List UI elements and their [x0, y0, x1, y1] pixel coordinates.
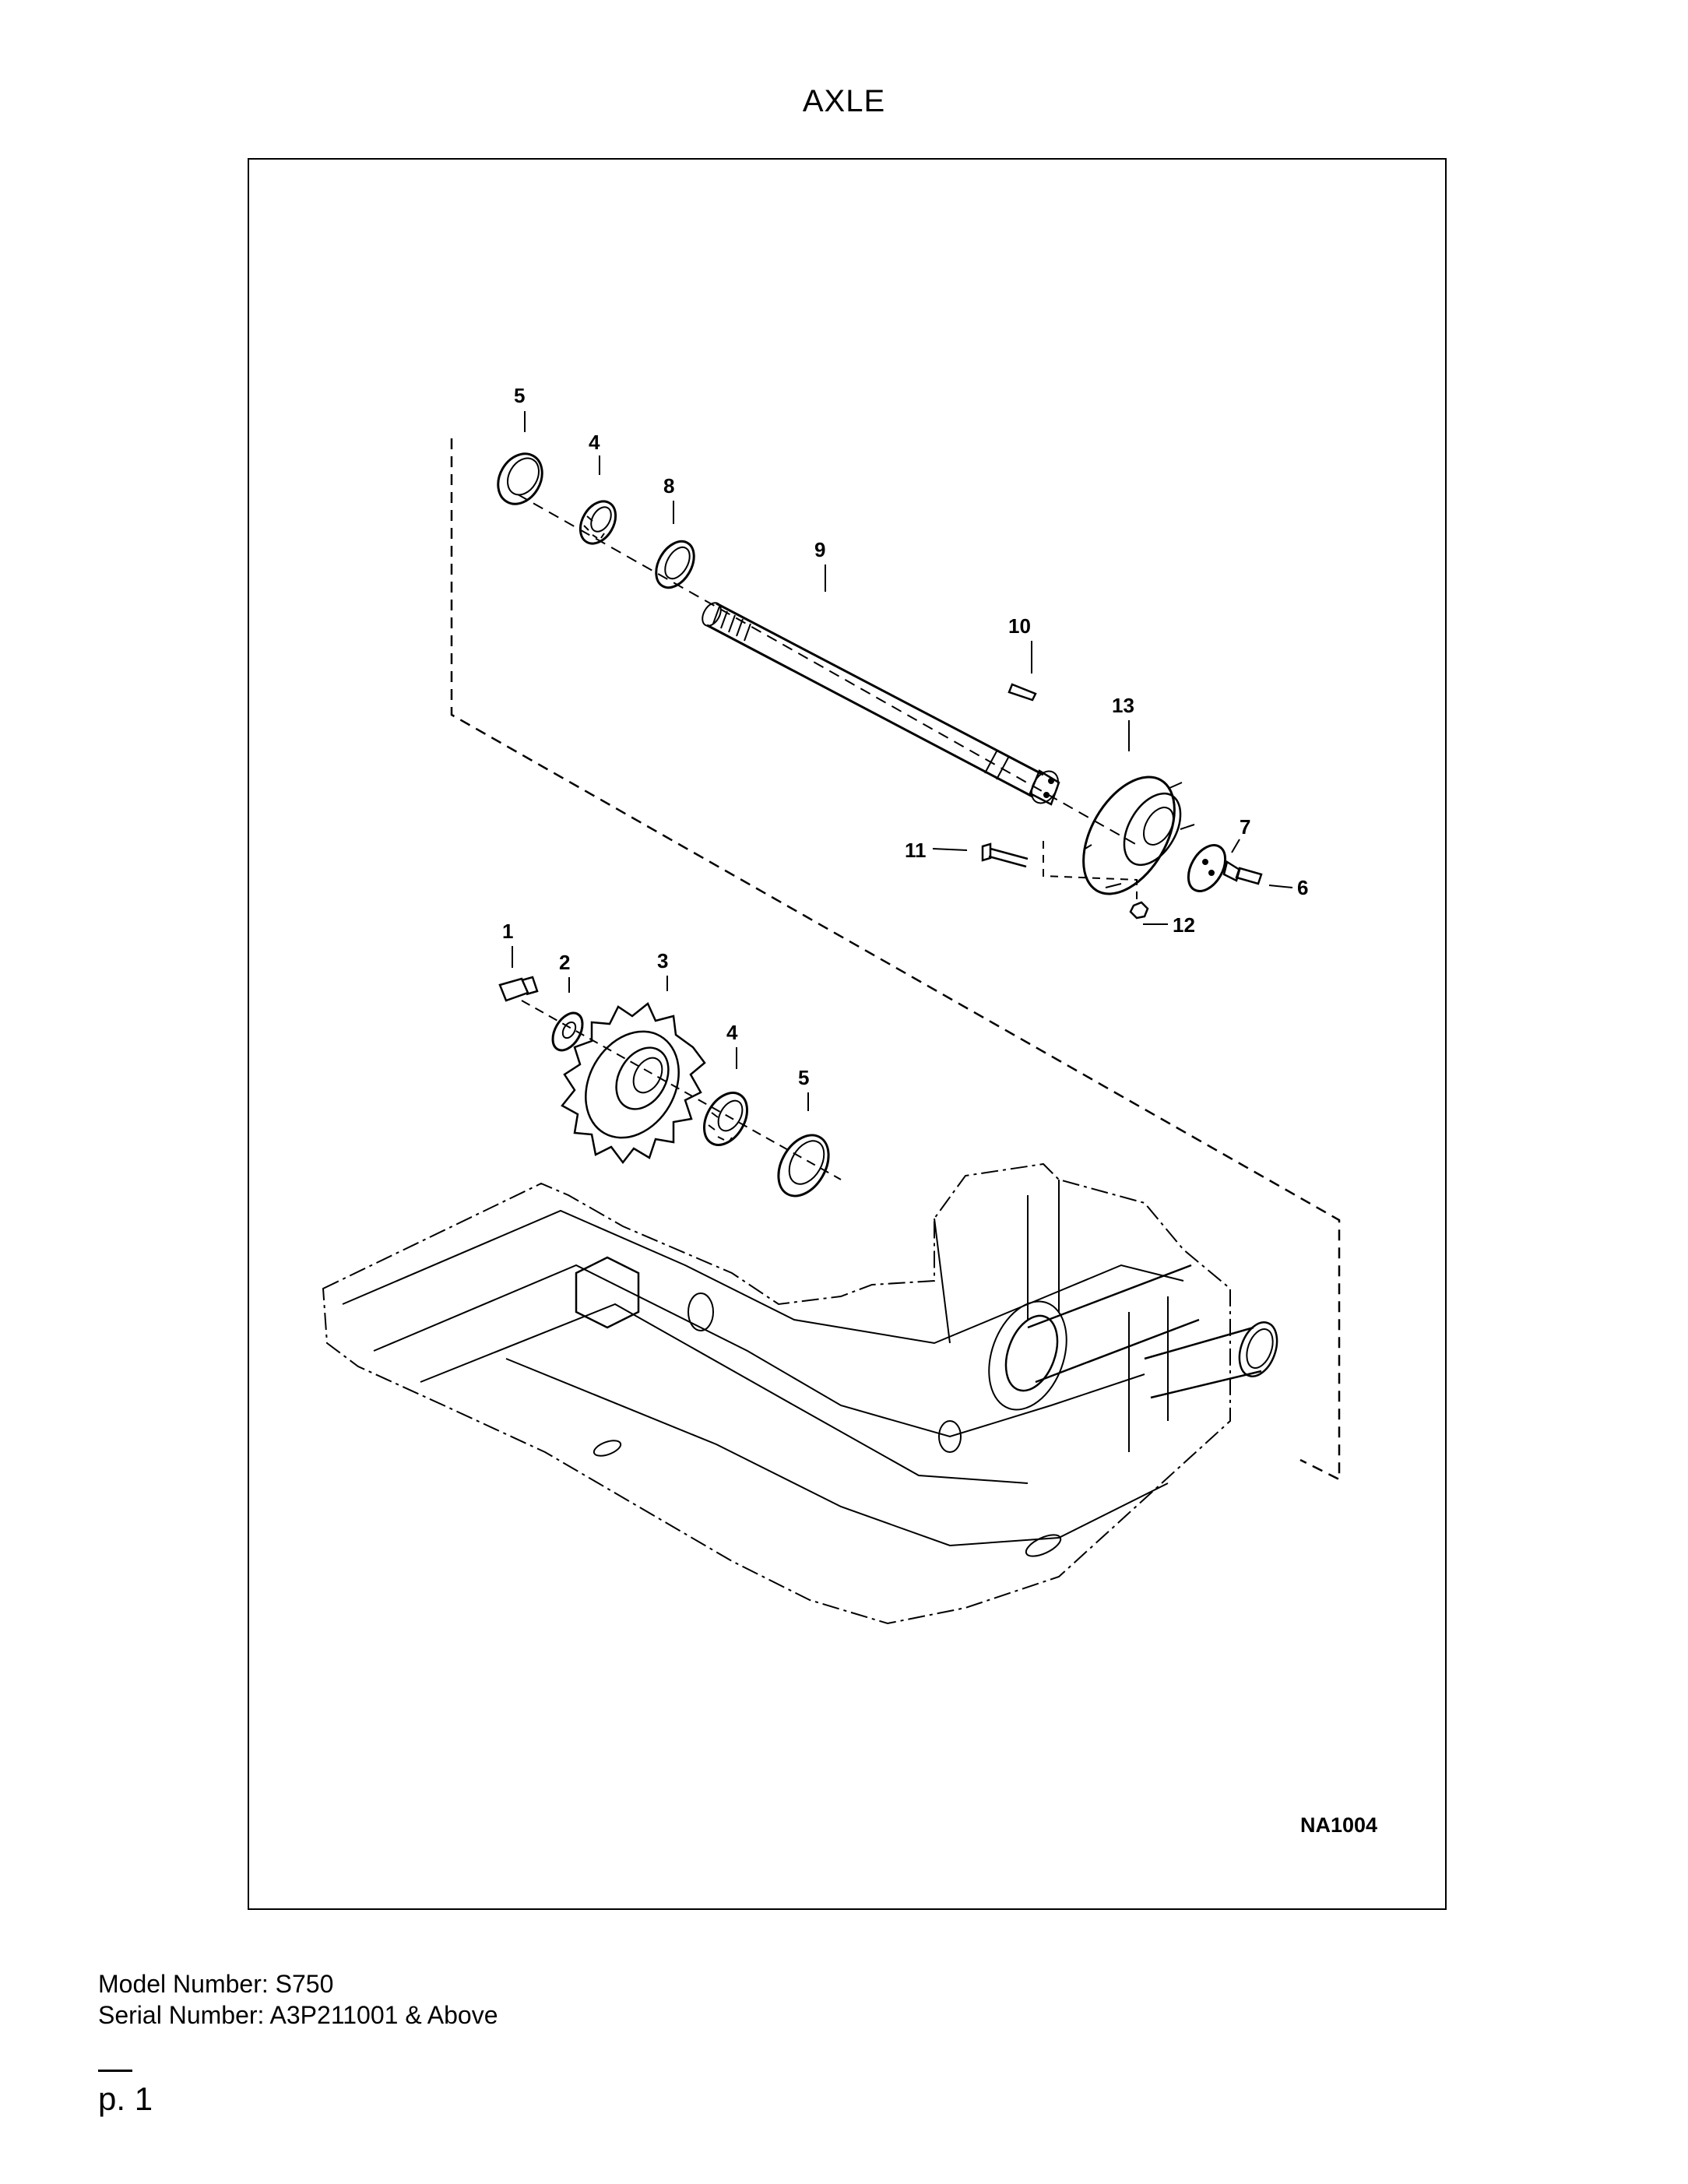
stud-part-11 [981, 842, 1029, 868]
callout-13: 13 [1112, 694, 1134, 717]
bolt-part-6 [1222, 860, 1263, 885]
serial-number: Serial Number: A3P211001 & Above [98, 2001, 498, 2029]
chassis-frame [322, 1162, 1278, 1625]
model-number: Model Number: S750 [98, 1970, 334, 1998]
assembly-dashed-line-upper [450, 438, 1341, 1482]
callout-9: 9 [814, 538, 825, 561]
model-info: Model Number: S750 Serial Number: A3P211… [98, 1968, 498, 2031]
callout-10: 10 [1008, 614, 1031, 638]
axle-exploded-diagram: 5 4 8 9 10 13 7 6 11 12 1 2 3 4 5 NA1004 [322, 384, 1377, 1837]
assembly-dashed-line-center [517, 494, 1138, 846]
callout-leaders [512, 411, 1293, 1111]
callout-8: 8 [663, 474, 674, 498]
bearing-part-4-lower [703, 1092, 748, 1146]
callout-2: 2 [559, 951, 570, 974]
axle-shaft-part-9 [702, 602, 1060, 806]
parts-diagram-frame: 5 4 8 9 10 13 7 6 11 12 1 2 3 4 5 NA1004 [248, 158, 1447, 1910]
hub-part-13 [1082, 775, 1195, 895]
callout-12: 12 [1173, 913, 1195, 937]
callout-3: 3 [657, 949, 668, 972]
washer-part-8 [655, 540, 695, 589]
page-title: AXLE [802, 84, 886, 118]
callout-6: 6 [1297, 876, 1308, 899]
callout-4-lower: 4 [726, 1021, 738, 1044]
nut-part-12 [1129, 901, 1149, 920]
bearing-part-4-upper [578, 500, 617, 545]
callout-5-upper: 5 [514, 384, 525, 407]
callout-5-lower: 5 [798, 1066, 809, 1089]
washer-part-2 [551, 1011, 584, 1052]
callout-1: 1 [502, 920, 513, 943]
seal-part-5-upper [497, 452, 543, 505]
assembly-dashed-line-lower [521, 1000, 842, 1180]
sprocket-part-3 [561, 1002, 706, 1165]
callout-11: 11 [905, 839, 927, 862]
seal-part-5-lower [777, 1134, 830, 1198]
page-number: p. 1 [98, 2080, 153, 2117]
page-number-rule [98, 2070, 132, 2072]
assembly-dashed-line-bolt [1043, 841, 1138, 903]
key-part-10 [1008, 683, 1037, 702]
diagram-code: NA1004 [1300, 1813, 1377, 1837]
callout-4-upper: 4 [589, 431, 600, 454]
bolt-part-1 [498, 976, 539, 1002]
callout-7: 7 [1240, 815, 1250, 839]
retainer-plate-part-7 [1187, 844, 1227, 892]
